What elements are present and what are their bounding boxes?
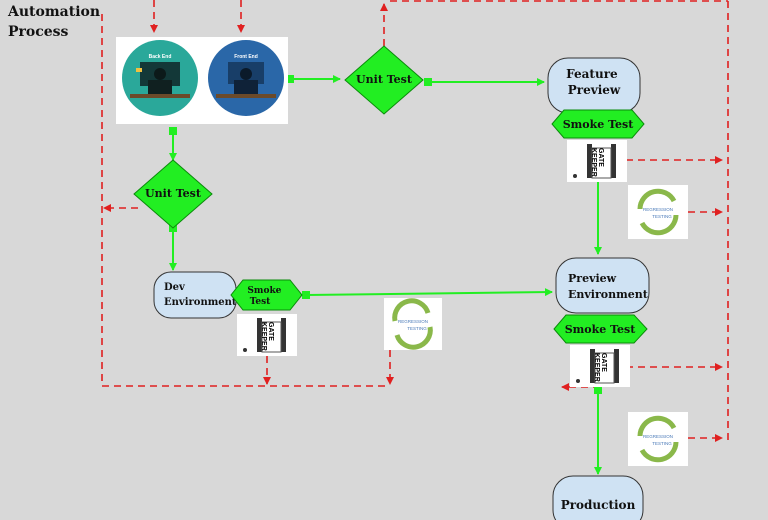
developer-images: Back End Front End — [116, 37, 288, 124]
flow-dev-to-preview — [305, 288, 553, 297]
svg-text:GATEKEEPER: GATEKEEPER — [260, 322, 274, 351]
front-end-label: Front End — [234, 54, 258, 60]
unit-test-top-diamond: Unit Test — [344, 45, 424, 115]
gatekeeper-icon-preview: GATEKEEPER — [570, 345, 630, 387]
preview-environment-line-2: Environment — [568, 288, 649, 301]
production-box: Production — [552, 475, 644, 520]
smoke-test-dev-hexagon: Smoke Test — [230, 279, 303, 311]
dev-environment-line-1: Dev — [164, 282, 186, 293]
preview-environment-box: Preview Environment — [555, 257, 650, 314]
smoke-test-feature-label: Smoke Test — [563, 118, 634, 131]
feature-preview-line-2: Preview — [568, 83, 621, 97]
smoke-test-feature-hexagon: Smoke Test — [551, 109, 645, 139]
smoke-test-dev-line-1: Smoke — [247, 286, 281, 296]
dev-environment-box: Dev Environment — [153, 271, 237, 319]
production-label: Production — [561, 498, 636, 512]
svg-text:GATEKEEPER: GATEKEEPER — [593, 353, 607, 382]
preview-environment-line-1: Preview — [568, 272, 617, 285]
flow-lines — [169, 75, 602, 475]
smoke-test-dev-label: Smoke Test — [247, 286, 284, 307]
feature-preview-line-1: Feature — [566, 67, 618, 81]
feature-preview-label: Feature Preview — [566, 67, 622, 97]
unit-test-top-label: Unit Test — [356, 73, 413, 86]
svg-text:GATEKEEPER: GATEKEEPER — [590, 148, 604, 177]
unit-test-left-diamond: Unit Test — [133, 159, 213, 229]
unit-test-left-label: Unit Test — [145, 187, 202, 200]
front-end-image: Front End — [208, 40, 284, 116]
dev-environment-label: Dev Environment — [164, 282, 237, 308]
gatekeeper-icon-dev: GATEKEEPER — [237, 314, 297, 356]
back-end-image: Back End — [122, 40, 198, 116]
smoke-test-dev-line-2: Test — [250, 297, 271, 307]
dev-environment-line-2: Environment — [164, 297, 237, 308]
feedback-lines — [101, 0, 729, 442]
preview-environment-label: Preview Environment — [568, 272, 649, 301]
title-line-2: Process — [8, 24, 69, 40]
smoke-test-preview-label: Smoke Test — [565, 323, 636, 336]
feature-preview-box: Feature Preview — [547, 57, 641, 114]
back-end-label: Back End — [149, 54, 172, 60]
title-line-1: Automation — [7, 4, 100, 20]
gatekeeper-icon-feature: GATEKEEPER — [567, 140, 627, 182]
diagram-title: Automation Process — [7, 4, 105, 40]
smoke-test-preview-hexagon: Smoke Test — [553, 314, 648, 344]
